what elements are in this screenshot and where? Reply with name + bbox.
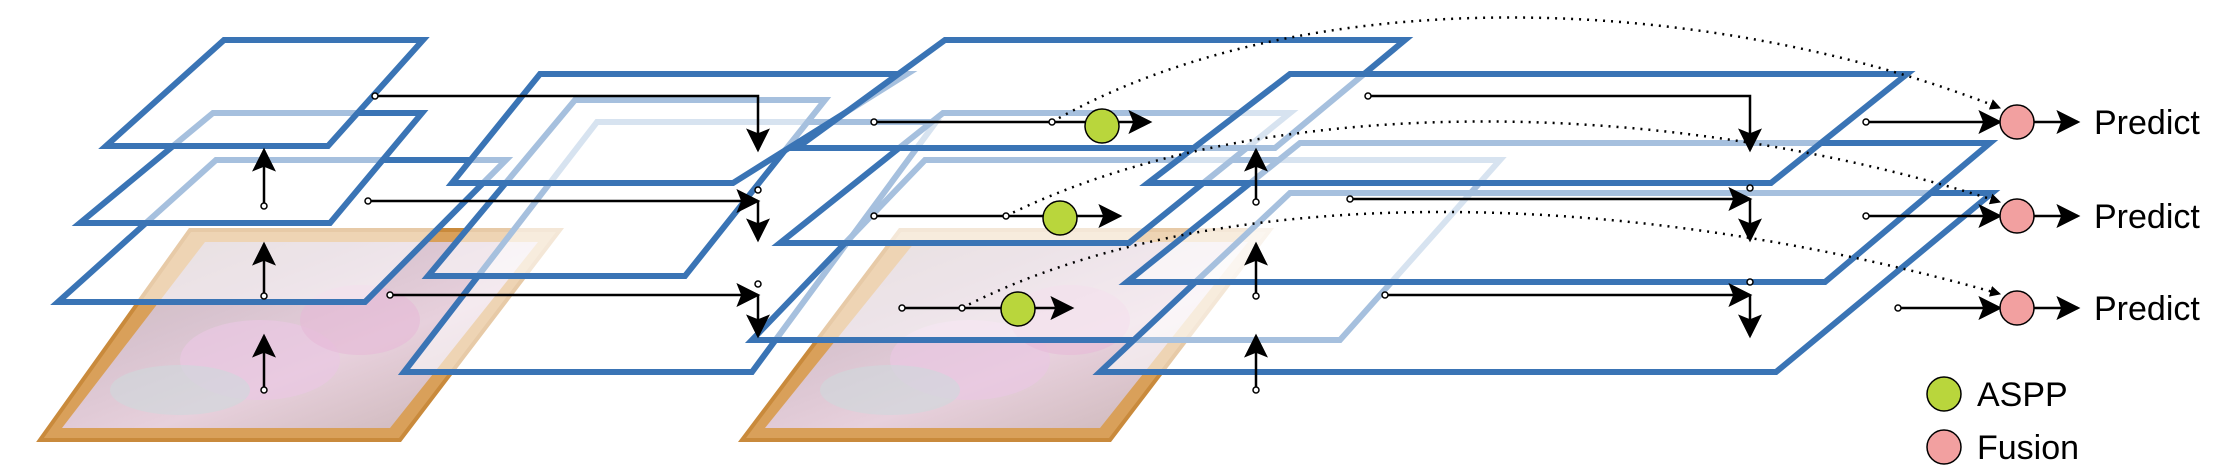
fusion-node [1999,290,2035,326]
fusion-connections [1866,110,2081,320]
legend: ASPP Fusion [1926,376,2079,467]
aspp-nodes [1000,108,1120,327]
aspp-node [1042,200,1078,236]
bottom-up-arrows [252,147,1268,390]
aspp-node [1084,108,1120,144]
predict-label-1: Predict [2094,104,2200,142]
lateral-connections-3-4 [1350,94,1762,339]
junction-dots [260,92,1902,394]
encoder-planes-stage-1 [50,37,514,305]
decoder-planes-stage-2 [397,71,942,375]
fusion-nodes [1999,104,2035,326]
predict-label-2: Predict [2094,198,2200,236]
legend-fusion-swatch [1926,429,1962,465]
legend-aspp-swatch [1926,376,1962,412]
legend-aspp-label: ASPP [1977,376,2068,414]
fusion-node [1999,104,2035,140]
dotted-skip-arcs [961,16,2002,310]
legend-fusion-label: Fusion [1977,429,2079,467]
fusion-node [1999,198,2035,234]
aspp-node [1000,291,1036,327]
decoder-planes-stage-4 [1092,71,2001,375]
lateral-connections-1-2 [368,94,770,339]
predict-label-3: Predict [2094,290,2200,328]
